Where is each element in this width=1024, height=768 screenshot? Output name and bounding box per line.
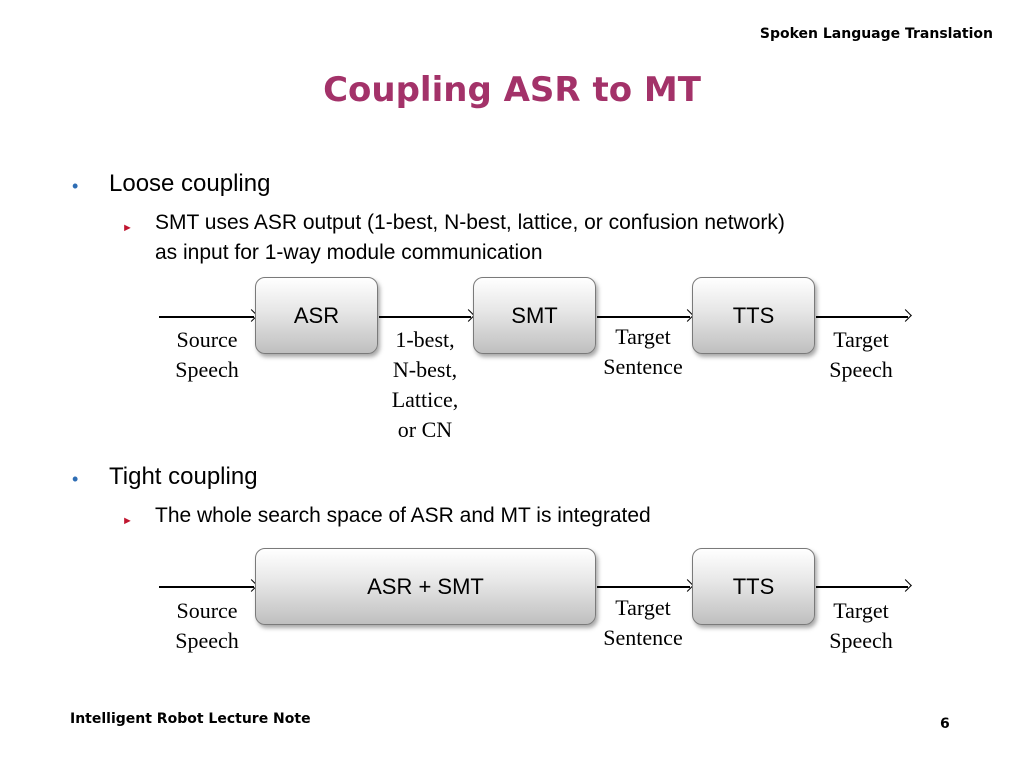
footer-text: Intelligent Robot Lecture Note <box>70 711 311 727</box>
tts-box: TTS <box>692 277 815 354</box>
bullet-text: Tight coupling <box>109 463 258 490</box>
sub-bullet-line-1: SMT uses ASR output (1-best, N-best, lat… <box>155 211 785 234</box>
bullet-icon: • <box>72 176 79 196</box>
triangle-marker-icon: ► <box>122 515 133 527</box>
sub-bullet-line-2: as input for 1-way module communication <box>155 241 543 264</box>
arrow-icon <box>597 316 690 318</box>
arrow-icon <box>159 316 254 318</box>
arrow-icon <box>379 316 471 318</box>
bullet-icon: • <box>72 469 79 489</box>
page-number: 6 <box>940 716 950 732</box>
tts-box: TTS <box>692 548 815 625</box>
arrow-icon <box>159 586 254 588</box>
triangle-marker-icon: ► <box>122 222 133 234</box>
slide-header: Spoken Language Translation <box>759 26 993 42</box>
smt-box: SMT <box>473 277 596 354</box>
sub-bullet-line-1: The whole search space of ASR and MT is … <box>155 504 651 527</box>
bullet-text: Loose coupling <box>109 170 271 197</box>
arrow-icon <box>816 316 908 318</box>
asr-smt-box: ASR + SMT <box>255 548 596 625</box>
arrow-icon <box>816 586 908 588</box>
slide-title: Coupling ASR to MT <box>323 70 701 110</box>
asr-box: ASR <box>255 277 378 354</box>
arrow-icon <box>597 586 690 588</box>
asr-output-label: 1-best,N-best, Lattice,or CN <box>391 327 459 442</box>
